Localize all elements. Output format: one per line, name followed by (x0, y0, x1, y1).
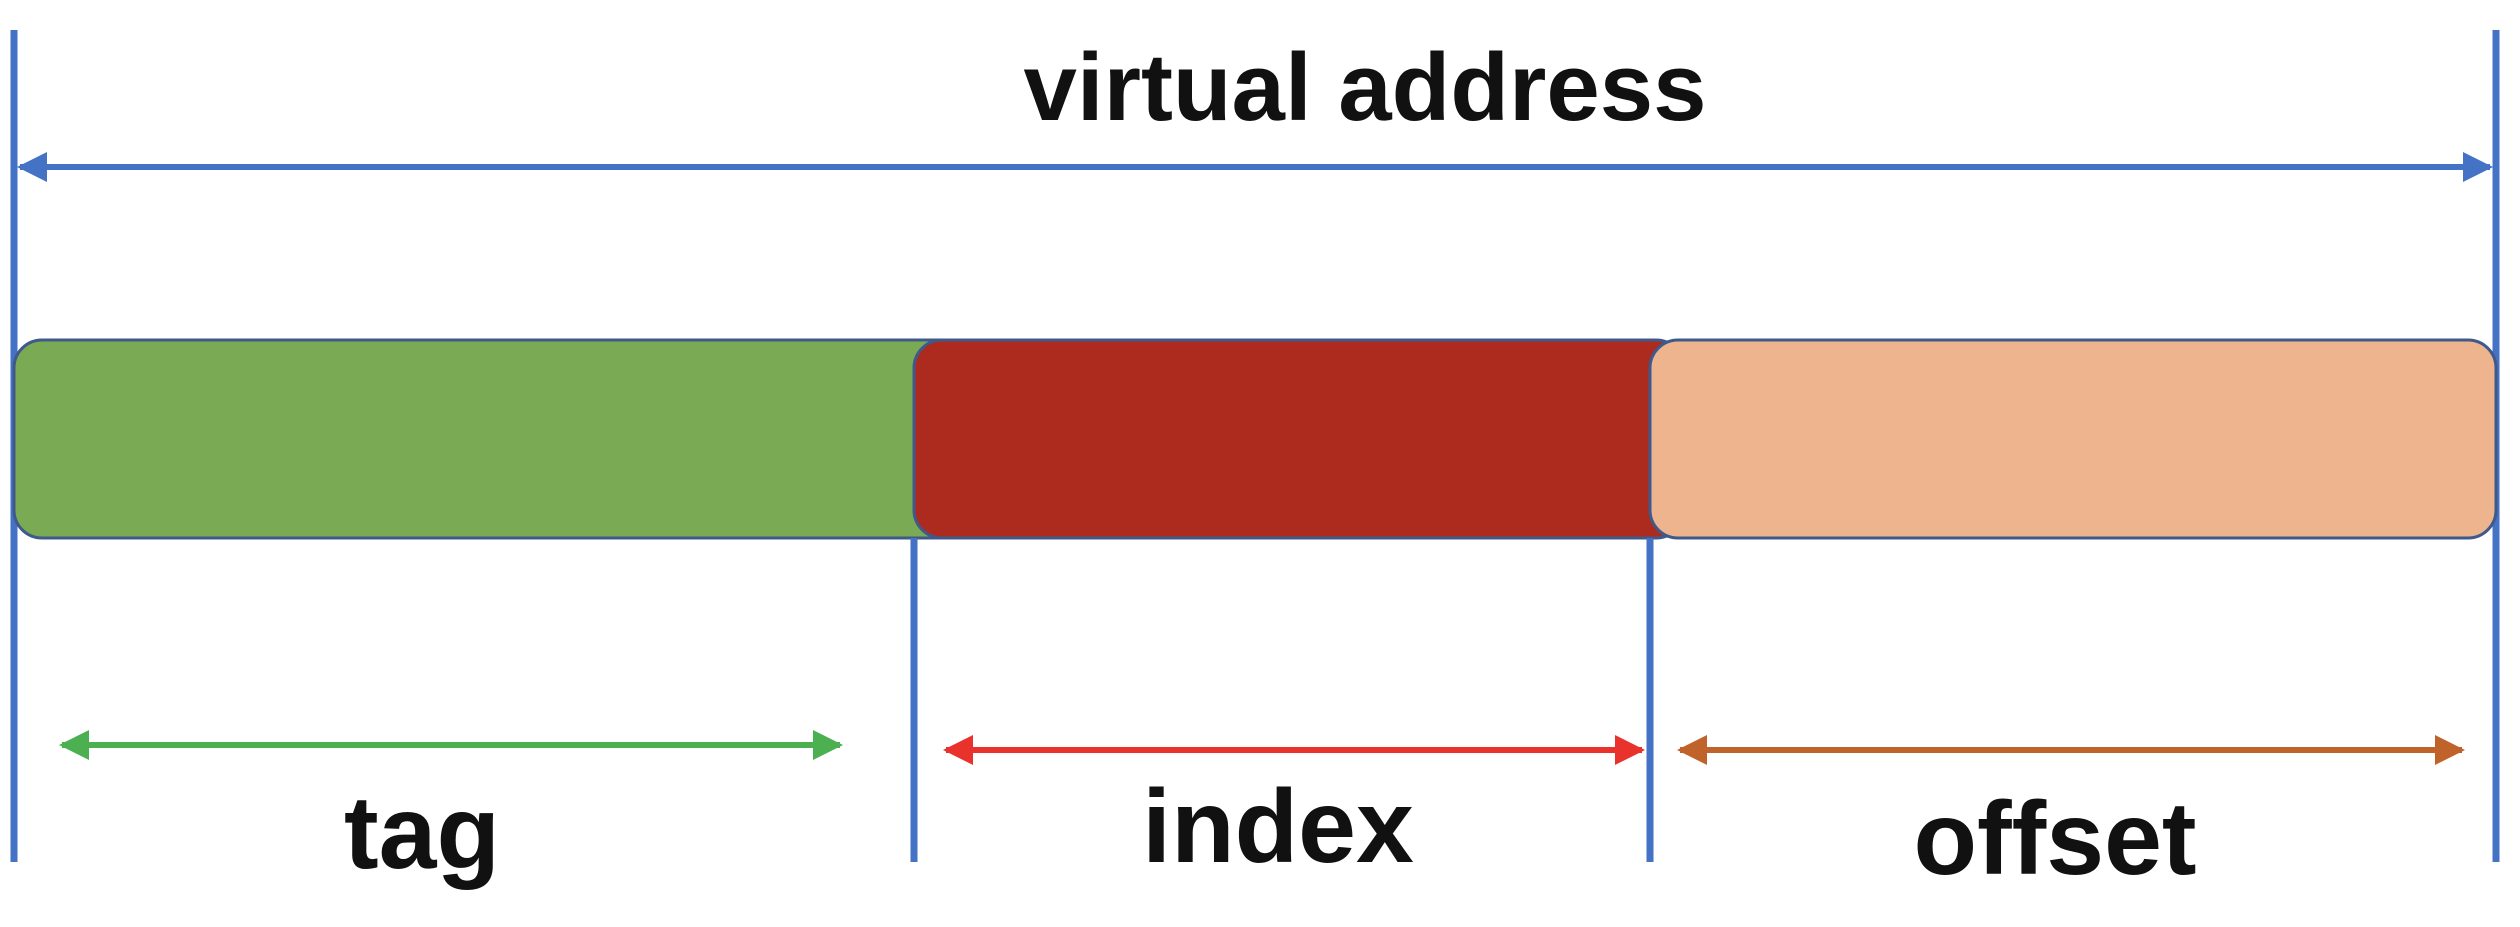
index-label: index (1142, 769, 1414, 885)
tag-segment (12, 338, 976, 540)
index-segment (912, 338, 1686, 540)
diagram-title: virtual address (1024, 34, 1707, 141)
offset-segment (1648, 338, 2498, 540)
offset-label: offset (1913, 781, 2196, 897)
tag-label: tag (344, 775, 500, 891)
